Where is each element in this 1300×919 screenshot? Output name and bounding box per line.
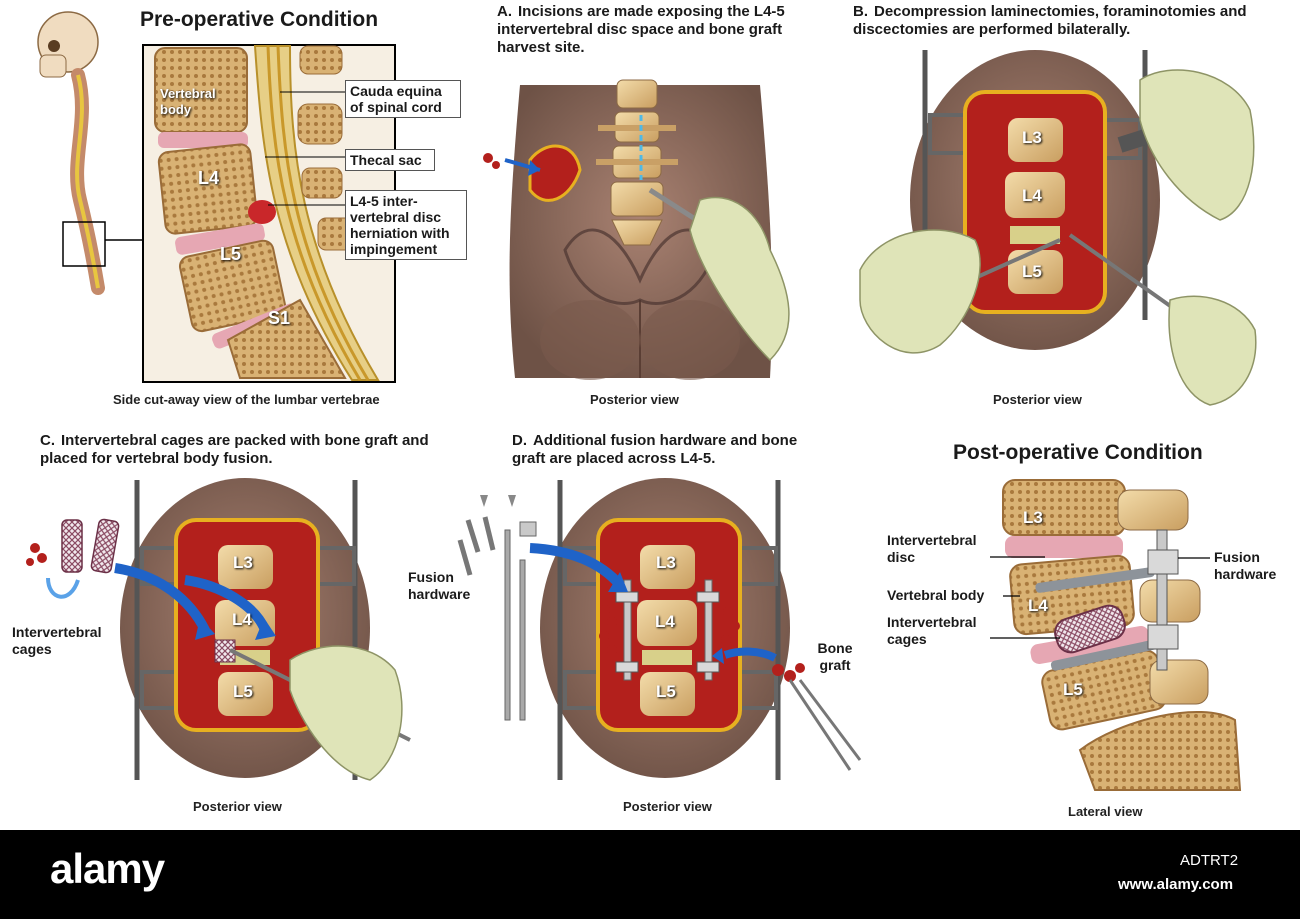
postop-body-label: Vertebral body bbox=[887, 587, 985, 603]
step-d-label-l5: L5 bbox=[656, 682, 676, 701]
step-b-caption: Posterior view bbox=[993, 392, 1082, 407]
vertebra-label-l4: L4 bbox=[198, 168, 220, 188]
herniation-label: L4-5 inter-vertebral disc herniation wit… bbox=[345, 190, 467, 260]
step-a-figure bbox=[483, 79, 790, 380]
step-c-cages-label: Intervertebral cages bbox=[12, 624, 102, 657]
postop-label-l5: L5 bbox=[1063, 680, 1083, 699]
step-c-caption: Posterior view bbox=[193, 799, 282, 814]
preop-figure bbox=[37, 11, 396, 383]
postop-disc-label: Intervertebral disc bbox=[887, 532, 977, 565]
step-a-text: Incisions are made exposing the L4-5 int… bbox=[497, 3, 785, 56]
step-a-letter: A. bbox=[497, 3, 512, 20]
vertebra-label-s1: S1 bbox=[268, 308, 291, 328]
step-b-letter: B. bbox=[853, 3, 868, 20]
step-d-title: D.Additional fusion hardware and bone gr… bbox=[512, 432, 822, 468]
image-id: ADTRT2 bbox=[1180, 852, 1239, 869]
cutaway-box bbox=[142, 44, 396, 383]
step-b-label-l4: L4 bbox=[1022, 186, 1042, 205]
postop-title: Post-operative Condition bbox=[953, 441, 1203, 464]
postop-cages-label: Intervertebral cages bbox=[887, 614, 977, 647]
step-c-letter: C. bbox=[40, 432, 55, 449]
watermark-bar bbox=[0, 830, 1300, 919]
step-b-label-l5: L5 bbox=[1022, 262, 1042, 281]
step-b-text: Decompression laminectomies, foraminotom… bbox=[853, 3, 1247, 38]
preop-title: Pre-operative Condition bbox=[140, 8, 379, 31]
step-c-label-l4: L4 bbox=[232, 610, 252, 629]
vertebral-body-label: Vertebral body bbox=[160, 86, 216, 117]
thecal-sac-label: Thecal sac bbox=[345, 149, 435, 171]
step-d-letter: D. bbox=[512, 432, 527, 449]
step-c-text: Intervertebral cages are packed with bon… bbox=[40, 432, 429, 467]
preop-caption: Side cut-away view of the lumbar vertebr… bbox=[113, 392, 380, 407]
step-a-title: A.Incisions are made exposing the L4-5 i… bbox=[497, 3, 797, 57]
step-d-figure bbox=[457, 478, 862, 780]
postop-figure bbox=[990, 479, 1242, 791]
step-d-text: Additional fusion hardware and bone graf… bbox=[512, 432, 798, 467]
brand-logo: alamy bbox=[50, 845, 165, 892]
site-url: www.alamy.com bbox=[1118, 876, 1234, 893]
vertebra-label-l5: L5 bbox=[220, 244, 242, 264]
postop-label-l3: L3 bbox=[1023, 508, 1043, 527]
step-a-caption: Posterior view bbox=[590, 392, 679, 407]
step-c-title: C.Intervertebral cages are packed with b… bbox=[40, 432, 430, 468]
step-d-label-l3: L3 bbox=[656, 553, 676, 572]
cauda-equina-label: Cauda equina of spinal cord bbox=[345, 80, 461, 118]
postop-hardware-label: Fusion hardware bbox=[1214, 549, 1277, 582]
step-d-graft-label: Bone graft bbox=[817, 640, 853, 673]
step-d-label-l4: L4 bbox=[655, 612, 675, 631]
step-b-title: B.Decompression laminectomies, foraminot… bbox=[853, 3, 1283, 39]
step-b-figure bbox=[859, 50, 1257, 406]
step-c-label-l5: L5 bbox=[233, 682, 253, 701]
step-d-caption: Posterior view bbox=[623, 799, 712, 814]
step-a-spine bbox=[596, 79, 678, 246]
step-c-figure bbox=[26, 478, 411, 781]
step-d-hardware-label: Fusion hardware bbox=[408, 569, 471, 602]
skull-spine-overview bbox=[37, 11, 143, 295]
postop-caption: Lateral view bbox=[1068, 804, 1143, 819]
step-b-label-l3: L3 bbox=[1022, 128, 1042, 147]
step-c-label-l3: L3 bbox=[233, 553, 253, 572]
postop-label-l4: L4 bbox=[1028, 596, 1048, 615]
